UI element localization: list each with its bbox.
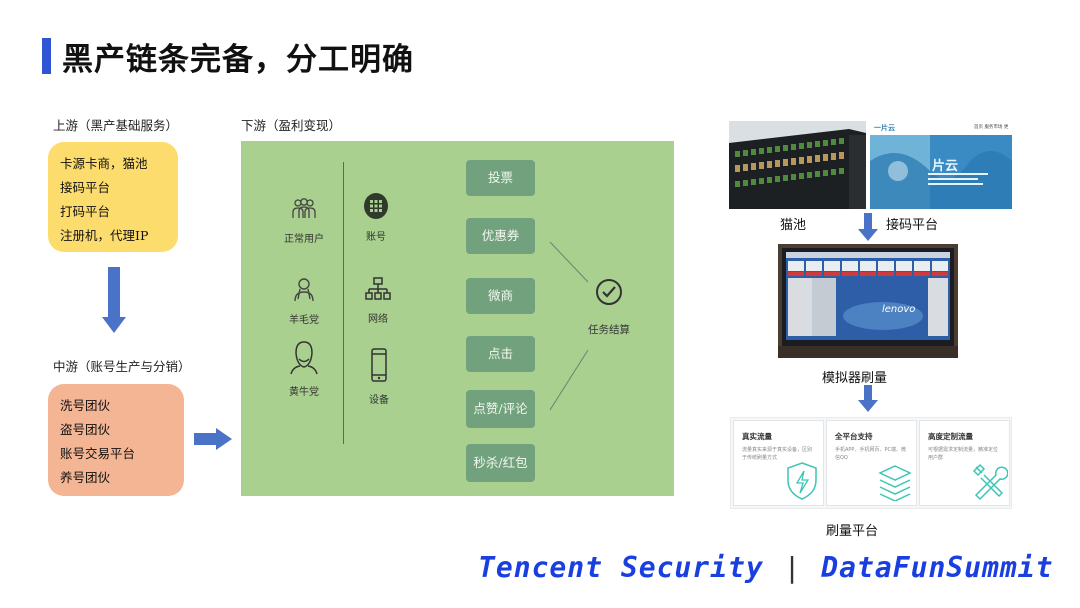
right-arrow-head — [216, 428, 232, 450]
task-coupon: 优惠券 — [466, 218, 535, 254]
card-title: 全平台支持 — [835, 431, 908, 442]
resource-label: 设备 — [360, 391, 398, 406]
midstream-caption: 中游（账号生产与分销） — [53, 356, 191, 375]
footer-separator: | — [784, 551, 802, 584]
actor-label: 羊毛党 — [276, 311, 332, 326]
people-pair-icon — [292, 277, 316, 303]
midstream-item: 账号交易平台 — [60, 442, 184, 466]
actor-label: 黄牛党 — [274, 383, 334, 398]
task-like-comment: 点赞/评论 — [466, 390, 535, 428]
page-title: 黑产链条完备，分工明确 — [62, 34, 414, 79]
sms-site-banner-title: 片云 — [932, 155, 958, 174]
sms-site-logo: 一片云 — [874, 123, 895, 133]
traffic-platform-caption: 刷量平台 — [826, 520, 878, 539]
card-title: 高度定制流量 — [928, 431, 1001, 442]
emulator-brand: lenovo — [882, 304, 915, 315]
feature-card: 真实流量 流量真实来源于真实设备，区别于传统刷量方式 — [733, 420, 824, 506]
feature-card: 高度定制流量 可根据需求定制流量，精准定位用户群 — [919, 420, 1010, 506]
sms-site-nav-item: 首页 — [974, 125, 983, 130]
task-vote: 投票 — [466, 160, 535, 196]
upstream-item: 接码平台 — [60, 176, 178, 200]
resource-device: 设备 — [360, 347, 398, 406]
card-title: 真实流量 — [742, 431, 815, 442]
stacked-layers-icon — [877, 463, 913, 501]
actor-scalpers: 黄牛党 — [274, 339, 334, 398]
midstream-item: 洗号团伙 — [60, 394, 184, 418]
emulator-caption: 模拟器刷量 — [822, 367, 887, 386]
upstream-item: 注册机，代理IP — [60, 224, 178, 248]
footer-left: Tencent Security — [478, 551, 764, 584]
footer-brand: Tencent Security | DataFunSummit — [478, 551, 1053, 584]
sms-site-nav-item: 服务市场 — [984, 125, 1002, 130]
check-circle-icon — [595, 278, 623, 306]
sms-platform-image: 一片云 首页 服务市场 更 片云 — [870, 121, 1012, 209]
bearded-man-icon — [289, 339, 319, 375]
right-arrow — [194, 433, 218, 445]
downstream-caption: 下游（盈利变现） — [241, 115, 341, 134]
task-flash-sale: 秒杀/红包 — [466, 444, 535, 482]
actor-label: 正常用户 — [276, 230, 332, 245]
resource-account: 账号 — [356, 192, 396, 243]
task-wechat-merchant: 微商 — [466, 278, 535, 314]
upstream-item: 打码平台 — [60, 200, 178, 224]
footer-right: DataFunSummit — [821, 551, 1053, 584]
cat-pool-caption: 猫池 — [780, 214, 806, 233]
card-desc: 可根据需求定制流量，精准定位用户群 — [928, 446, 1001, 462]
upstream-box: 卡源卡商，猫池 接码平台 打码平台 注册机，代理IP — [48, 142, 178, 252]
shield-bolt-icon — [784, 461, 820, 501]
title-accent-bar — [42, 38, 51, 74]
phone-icon — [370, 347, 388, 383]
resource-network: 网络 — [356, 276, 400, 325]
midstream-box: 洗号团伙 盗号团伙 账号交易平台 养号团伙 — [48, 384, 184, 496]
down-arrow-head — [102, 317, 126, 333]
small-down-arrow-head — [858, 229, 878, 241]
task-click: 点击 — [466, 336, 535, 372]
tools-icon — [970, 461, 1008, 501]
sms-platform-caption: 接码平台 — [886, 214, 938, 233]
cat-pool-image — [729, 121, 866, 209]
upstream-item: 卡源卡商，猫池 — [60, 152, 178, 176]
card-desc: 流量真实来源于真实设备，区别于传统刷量方式 — [742, 446, 815, 462]
sms-site-nav: 首页 服务市场 更 — [974, 124, 1008, 130]
resource-label: 网络 — [356, 310, 400, 325]
midstream-item: 养号团伙 — [60, 466, 184, 490]
network-icon — [365, 276, 391, 302]
sms-site-nav-item: 更 — [1004, 125, 1009, 130]
actor-normal-users: 正常用户 — [276, 196, 332, 245]
users-group-icon — [289, 196, 319, 222]
small-down-arrow-head — [858, 400, 878, 412]
resource-label: 账号 — [356, 228, 396, 243]
feature-card: 全平台支持 手机APP、手机网页、PC端、微信QQ — [826, 420, 917, 506]
settle-label: 任务结算 — [588, 322, 630, 337]
emulator-image: lenovo — [778, 244, 958, 358]
down-arrow — [108, 267, 120, 319]
panel-divider — [343, 162, 344, 444]
upstream-caption: 上游（黑产基础服务） — [53, 115, 178, 134]
actor-wool-party: 羊毛党 — [276, 277, 332, 326]
grid-circle-icon — [363, 192, 389, 220]
card-desc: 手机APP、手机网页、PC端、微信QQ — [835, 446, 908, 462]
midstream-item: 盗号团伙 — [60, 418, 184, 442]
